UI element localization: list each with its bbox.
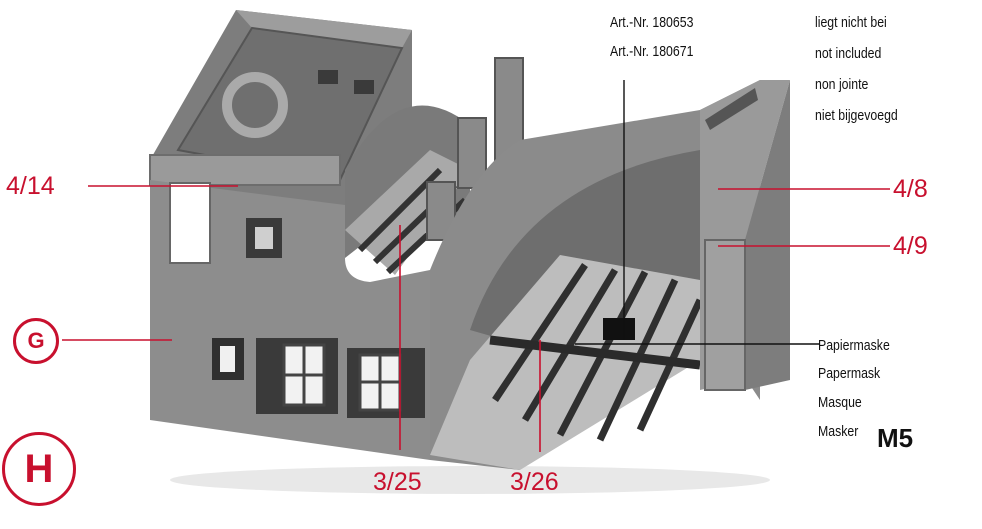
not-included-fr: non jointe [815, 76, 869, 93]
part-label-4-8: 4/8 [893, 175, 928, 203]
paper-mask-fr: Masque [818, 394, 862, 411]
paper-mask-de: Papiermaske [818, 337, 890, 354]
not-included-de: liegt nicht bei [815, 14, 887, 31]
article-number-2: Art.-Nr. 180671 [610, 43, 694, 60]
model-code: M5 [877, 423, 914, 453]
paper-mask-en: Papermask [818, 365, 881, 382]
part-label-4-9: 4/9 [893, 232, 928, 260]
marker-g: G [13, 318, 59, 364]
not-included-en: not included [815, 45, 882, 62]
article-number-1: Art.-Nr. 180653 [610, 14, 694, 31]
part-label-3-26: 3/26 [510, 468, 559, 496]
marker-h: H [2, 432, 76, 506]
not-included-nl: niet bijgevoegd [815, 107, 898, 124]
part-label-3-25: 3/25 [373, 468, 422, 496]
part-label-4-14: 4/14 [6, 172, 55, 200]
paper-mask-nl: Masker [818, 423, 859, 440]
